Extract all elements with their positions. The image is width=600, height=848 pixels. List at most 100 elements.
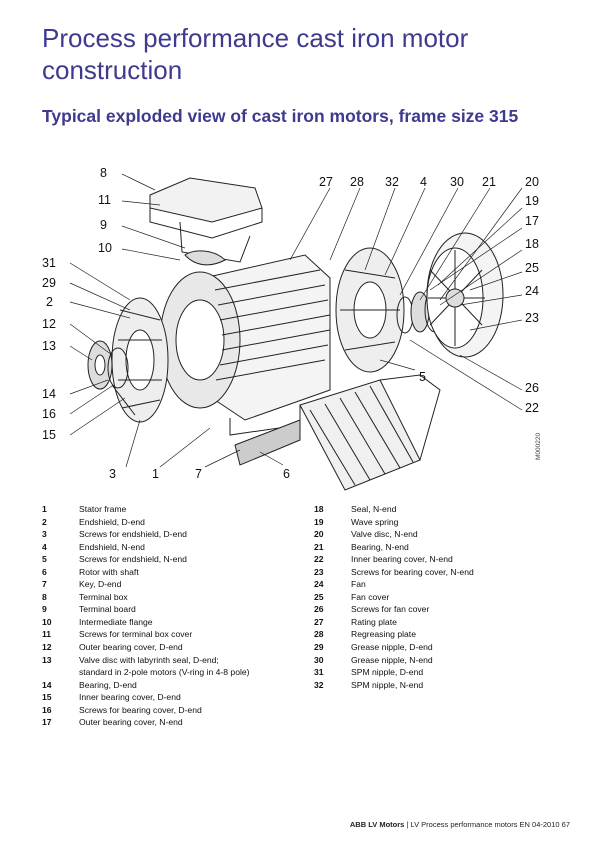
legend-text: SPM nipple, N-end (351, 679, 424, 690)
legend-num: 1 (42, 504, 47, 514)
fan-cover-drawing (426, 232, 504, 358)
legend-num: 11 (42, 629, 52, 640)
legend-num: 29 (314, 642, 324, 653)
rotor-drawing (234, 374, 441, 491)
legend-num: 13 (42, 654, 52, 665)
callout-9: 9 (100, 218, 107, 232)
d-end-endshield-drawing (111, 297, 169, 423)
legend-num: 6 (42, 566, 47, 577)
callout-23: 23 (525, 311, 539, 325)
n-end-endshield-drawing (335, 247, 405, 373)
legend-num: 23 (314, 566, 324, 577)
callout-5: 5 (419, 370, 426, 384)
legend-text: Outer bearing cover, D-end (79, 642, 183, 653)
legend-num: 18 (314, 504, 324, 514)
legend-text: Screws for bearing cover, D-end (79, 704, 202, 715)
legend-num: 16 (42, 704, 52, 715)
page-title: Process performance cast iron motor cons… (42, 23, 469, 85)
legend-num: 22 (314, 554, 324, 565)
legend-text: Endshield, D-end (79, 516, 145, 527)
legend-text: Key, D-end (79, 579, 122, 590)
legend-text: Valve disc with labyrinth seal, D-end; (79, 654, 219, 665)
callout-19: 19 (525, 194, 539, 208)
callout-8: 8 (100, 166, 107, 180)
legend-row: 16 Screws for bearing cover, D-end (42, 704, 302, 717)
legend-text: Screws for bearing cover, N-end (351, 566, 474, 577)
legend-num: 3 (42, 529, 47, 540)
figure-id: M000220 (535, 432, 542, 460)
legend-row: 31 SPM nipple, D-end (314, 666, 564, 679)
legend-num: 30 (314, 654, 324, 665)
legend-row: 20 Valve disc, N-end (314, 528, 564, 541)
legend-text: Screws for fan cover (351, 604, 430, 615)
legend-num: 27 (314, 616, 324, 627)
legend-row: 7 Key, D-end (42, 578, 302, 591)
legend-row: 8 Terminal box (42, 591, 302, 604)
footer-text: | LV Process performance motors EN 04-20… (406, 820, 560, 829)
legend-text: Inner bearing cover, D-end (79, 692, 181, 703)
legend-num: 32 (314, 679, 324, 690)
callout-31: 31 (42, 256, 56, 270)
legend-row: 12 Outer bearing cover, D-end (42, 641, 302, 654)
legend-text: Stator frame (79, 504, 127, 514)
callout-15: 15 (42, 428, 56, 442)
legend-row: standard in 2-pole motors (V-ring in 4-8… (42, 666, 302, 679)
legend-num: 19 (314, 516, 324, 527)
legend-num: 28 (314, 629, 324, 640)
leader-lines (69, 173, 523, 468)
motor-drawing (69, 173, 523, 491)
legend-num: 4 (42, 541, 47, 552)
callout-30: 30 (450, 175, 464, 189)
legend-num: 7 (42, 579, 47, 590)
legend-num: 12 (42, 642, 52, 653)
legend-row: 10 Intermediate flange (42, 616, 302, 629)
legend-text: SPM nipple, D-end (351, 667, 424, 678)
legend-text: Wave spring (351, 516, 399, 527)
legend-num: 17 (42, 717, 52, 728)
legend-text: Terminal box (79, 591, 128, 602)
legend-text: Intermediate flange (79, 616, 153, 627)
callout-16: 16 (42, 407, 56, 421)
legend-num: 31 (314, 667, 324, 678)
callout-20: 20 (525, 175, 539, 189)
legend-num: 26 (314, 604, 324, 615)
legend-num: 20 (314, 529, 324, 540)
callout-10: 10 (98, 241, 112, 255)
legend-text: Bearing, D-end (79, 679, 137, 690)
callout-17: 17 (525, 214, 539, 228)
legend-text: Inner bearing cover, N-end (351, 554, 453, 565)
callout-32: 32 (385, 175, 399, 189)
callout-14: 14 (42, 387, 56, 401)
d-end-bearing-drawing (87, 340, 136, 416)
legend-text: Rotor with shaft (79, 566, 139, 577)
callout-29: 29 (42, 276, 56, 290)
callout-2: 2 (46, 295, 53, 309)
legend-num: 2 (42, 516, 47, 527)
callout-25: 25 (525, 261, 539, 275)
legend-text: Rating plate (351, 616, 397, 627)
legend-row: 19 Wave spring (314, 516, 564, 529)
legend-num: 21 (314, 541, 324, 552)
callout-28: 28 (350, 175, 364, 189)
legend-num: 8 (42, 591, 47, 602)
callout-13: 13 (42, 339, 56, 353)
legend-num (42, 666, 79, 679)
legend-row: 27 Rating plate (314, 616, 564, 629)
legend-num: 10 (42, 616, 52, 627)
footer-brand: ABB LV Motors (349, 820, 405, 829)
legend-text: standard in 2-pole motors (V-ring in 4-8… (79, 667, 250, 678)
legend-text: Valve disc, N-end (351, 529, 418, 540)
callout-27: 27 (319, 175, 333, 189)
callout-18: 18 (525, 237, 539, 251)
